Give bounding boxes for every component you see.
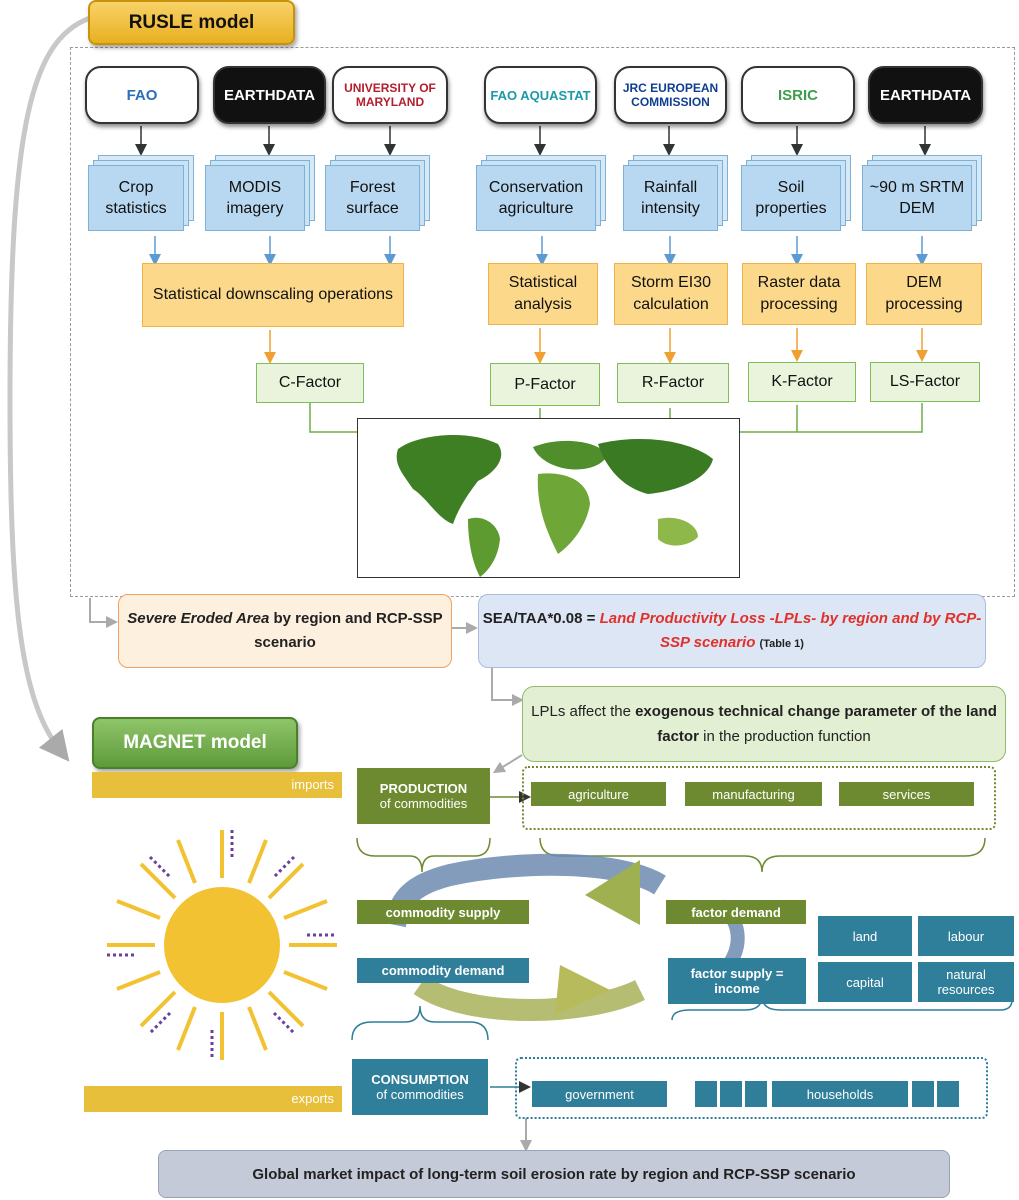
sector-agriculture: agriculture bbox=[531, 782, 666, 806]
household-block bbox=[912, 1081, 934, 1107]
sun-icon bbox=[107, 830, 337, 1060]
doc-rainfall-intensity: Rainfall intensity bbox=[623, 165, 718, 231]
household-block bbox=[695, 1081, 717, 1107]
factor-land: land bbox=[818, 916, 912, 956]
doc-srtm-dem: ~90 m SRTM DEM bbox=[862, 165, 972, 231]
fao-aquastat-logo: FAO AQUASTAT bbox=[484, 66, 597, 124]
consumer-government: government bbox=[532, 1081, 667, 1107]
university-of-maryland-logo: UNIVERSITY OF MARYLAND bbox=[332, 66, 448, 124]
consumption-box: CONSUMPTION of commodities bbox=[352, 1059, 488, 1115]
isric-logo: ISRIC bbox=[741, 66, 855, 124]
factor-capital: capital bbox=[818, 962, 912, 1002]
earthdata-logo-2: EARTHDATA bbox=[868, 66, 983, 124]
exports-bar: exports bbox=[84, 1086, 342, 1112]
sector-services: services bbox=[839, 782, 974, 806]
earthdata-logo: EARTHDATA bbox=[213, 66, 326, 124]
process-statistical-analysis: Statistical analysis bbox=[488, 263, 598, 325]
sector-manufacturing: manufacturing bbox=[685, 782, 822, 806]
production-box: PRODUCTION of commodities bbox=[357, 768, 490, 824]
commodity-supply: commodity supply bbox=[357, 900, 529, 924]
k-factor: K-Factor bbox=[748, 362, 856, 402]
imports-bar: imports bbox=[92, 772, 342, 798]
c-factor: C-Factor bbox=[256, 363, 364, 403]
factor-natural-resources: natural resources bbox=[918, 962, 1014, 1002]
p-factor: P-Factor bbox=[490, 363, 600, 406]
process-raster-data: Raster data processing bbox=[742, 263, 856, 325]
r-factor: R-Factor bbox=[617, 363, 729, 403]
world-erosion-map bbox=[357, 418, 740, 578]
factor-supply-income: factor supply = income bbox=[668, 958, 806, 1004]
jrc-logo: JRC EUROPEAN COMMISSION bbox=[614, 66, 727, 124]
process-dem: DEM processing bbox=[866, 263, 982, 325]
fao-logo: FAO bbox=[85, 66, 199, 124]
doc-crop-statistics: Crop statistics bbox=[88, 165, 184, 231]
land-productivity-loss-box: SEA/TAA*0.08 = Land Productivity Loss -L… bbox=[478, 594, 986, 668]
final-impact-box: Global market impact of long-term soil e… bbox=[158, 1150, 950, 1198]
factor-demand: factor demand bbox=[666, 900, 806, 924]
doc-conservation-agriculture: Conservation agriculture bbox=[476, 165, 596, 231]
commodity-demand: commodity demand bbox=[357, 958, 529, 983]
doc-soil-properties: Soil properties bbox=[741, 165, 841, 231]
ls-factor: LS-Factor bbox=[870, 362, 980, 402]
process-statistical-downscaling: Statistical downscaling operations bbox=[142, 263, 404, 327]
consumer-households: households bbox=[772, 1081, 908, 1107]
severe-eroded-area-box: Severe Eroded Area by region and RCP-SSP… bbox=[118, 594, 452, 668]
world-map-icon bbox=[396, 434, 713, 577]
household-block bbox=[937, 1081, 959, 1107]
lpl-affect-box: LPLs affect the exogenous technical chan… bbox=[522, 686, 1006, 762]
magnet-model-title: MAGNET model bbox=[92, 717, 298, 769]
household-block bbox=[745, 1081, 767, 1107]
consumers-container bbox=[515, 1057, 988, 1119]
rusle-model-title: RUSLE model bbox=[88, 0, 295, 45]
doc-modis-imagery: MODIS imagery bbox=[205, 165, 305, 231]
sectors-container bbox=[522, 766, 996, 830]
process-storm-ei30: Storm EI30 calculation bbox=[614, 263, 728, 325]
doc-forest-surface: Forest surface bbox=[325, 165, 420, 231]
factor-labour: labour bbox=[918, 916, 1014, 956]
household-block bbox=[720, 1081, 742, 1107]
